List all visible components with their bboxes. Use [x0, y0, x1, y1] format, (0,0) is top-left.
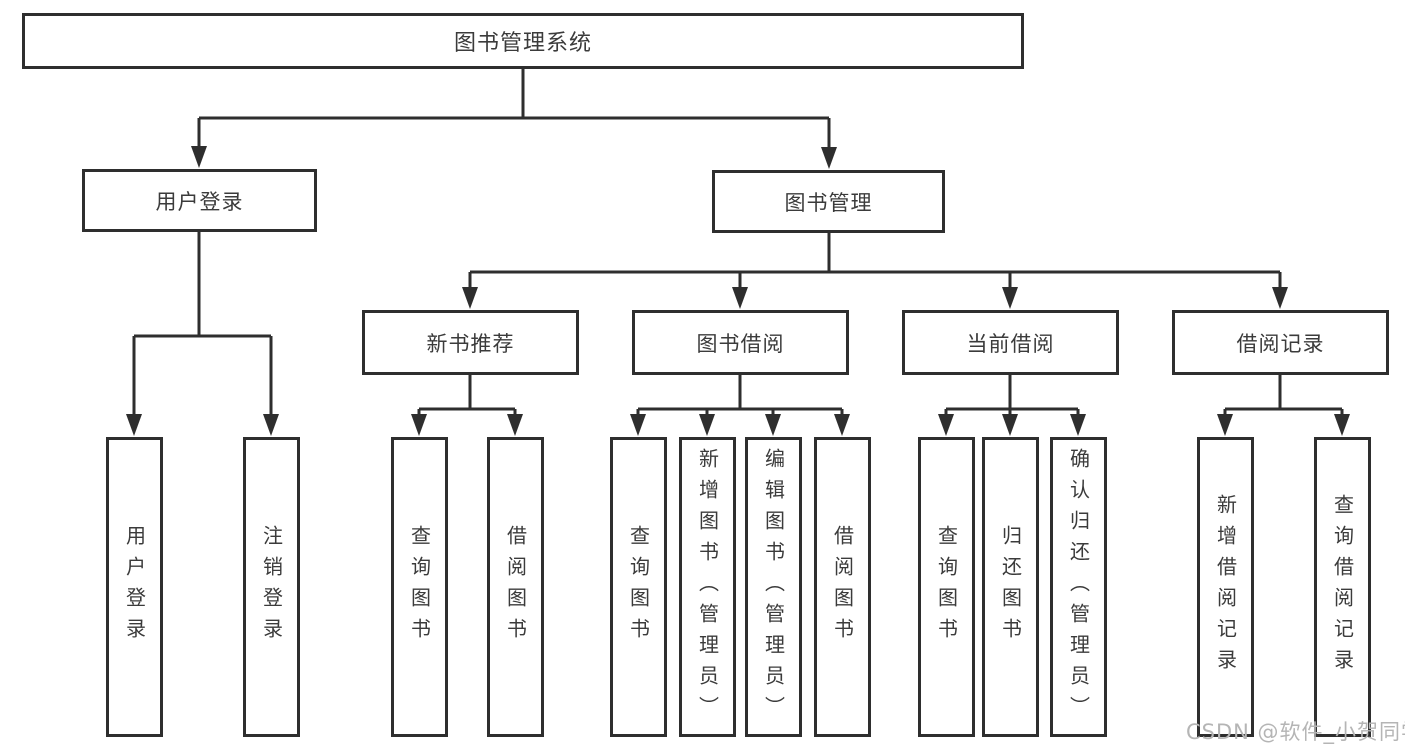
arrowhead — [126, 414, 142, 436]
leaf-cb-query-books-label: 查询图书 — [934, 525, 959, 649]
arrowhead — [1070, 414, 1086, 436]
node-book-mgmt-label: 图书管理 — [784, 190, 873, 215]
leaf-logout-label: 注销登录 — [259, 525, 284, 649]
leaf-bb-borrow-books-label: 借阅图书 — [830, 525, 855, 649]
leaf-user-login-label: 用户登录 — [122, 525, 147, 649]
arrowhead — [732, 287, 748, 309]
arrowhead — [263, 414, 279, 436]
node-current-borrow-label: 当前借阅 — [966, 331, 1055, 356]
arrowhead — [1217, 414, 1233, 436]
arrowhead — [938, 414, 954, 436]
leaf-bb-edit-book-admin-label: 编辑图书（管理员） — [761, 447, 786, 727]
leaf-cb-query-books: 查询图书 — [918, 437, 975, 737]
node-new-book-rec: 新书推荐 — [362, 310, 579, 375]
leaf-rec-borrow-books-label: 借阅图书 — [503, 525, 528, 649]
arrowhead — [1272, 287, 1288, 309]
arrowhead — [462, 287, 478, 309]
leaf-bb-query-books-label: 查询图书 — [626, 525, 651, 649]
leaf-br-add-record: 新增借阅记录 — [1197, 437, 1254, 737]
leaf-cb-confirm-return-admin: 确认归还（管理员） — [1050, 437, 1107, 737]
leaf-user-login: 用户登录 — [106, 437, 163, 737]
leaf-bb-edit-book-admin: 编辑图书（管理员） — [745, 437, 802, 737]
leaf-rec-borrow-books: 借阅图书 — [487, 437, 544, 737]
arrowhead — [191, 146, 207, 168]
leaf-rec-query-books-label: 查询图书 — [407, 525, 432, 649]
arrowhead — [1002, 414, 1018, 436]
leaf-bb-add-book-admin: 新增图书（管理员） — [679, 437, 736, 737]
arrowhead — [1334, 414, 1350, 436]
node-new-book-rec-label: 新书推荐 — [426, 331, 515, 356]
leaf-bb-add-book-admin-label: 新增图书（管理员） — [695, 447, 720, 727]
node-root-label: 图书管理系统 — [453, 31, 592, 56]
leaf-rec-query-books: 查询图书 — [391, 437, 448, 737]
node-current-borrow: 当前借阅 — [902, 310, 1119, 375]
leaf-cb-confirm-return-admin-label: 确认归还（管理员） — [1066, 447, 1091, 727]
node-user-login: 用户登录 — [82, 169, 317, 232]
arrowhead — [699, 414, 715, 436]
csdn-watermark: CSDN @软件_小贺同学 — [1186, 720, 1405, 744]
arrowhead — [630, 414, 646, 436]
node-borrow-records-label: 借阅记录 — [1236, 331, 1325, 356]
node-borrow-records: 借阅记录 — [1172, 310, 1389, 375]
leaf-br-add-record-label: 新增借阅记录 — [1213, 494, 1238, 680]
arrowhead — [765, 414, 781, 436]
arrowhead — [1002, 287, 1018, 309]
leaf-cb-return-books: 归还图书 — [982, 437, 1039, 737]
leaf-cb-return-books-label: 归还图书 — [998, 525, 1023, 649]
leaf-br-query-record: 查询借阅记录 — [1314, 437, 1371, 737]
node-book-borrow-label: 图书借阅 — [696, 331, 785, 356]
arrowhead — [507, 414, 523, 436]
leaf-bb-borrow-books: 借阅图书 — [814, 437, 871, 737]
node-root: 图书管理系统 — [22, 13, 1024, 69]
leaf-br-query-record-label: 查询借阅记录 — [1330, 494, 1355, 680]
arrowhead — [411, 414, 427, 436]
node-book-borrow: 图书借阅 — [632, 310, 849, 375]
leaf-logout: 注销登录 — [243, 437, 300, 737]
node-user-login-label: 用户登录 — [155, 189, 244, 214]
node-book-mgmt: 图书管理 — [712, 170, 945, 233]
arrowhead — [821, 147, 837, 169]
leaf-bb-query-books: 查询图书 — [610, 437, 667, 737]
arrowhead — [834, 414, 850, 436]
